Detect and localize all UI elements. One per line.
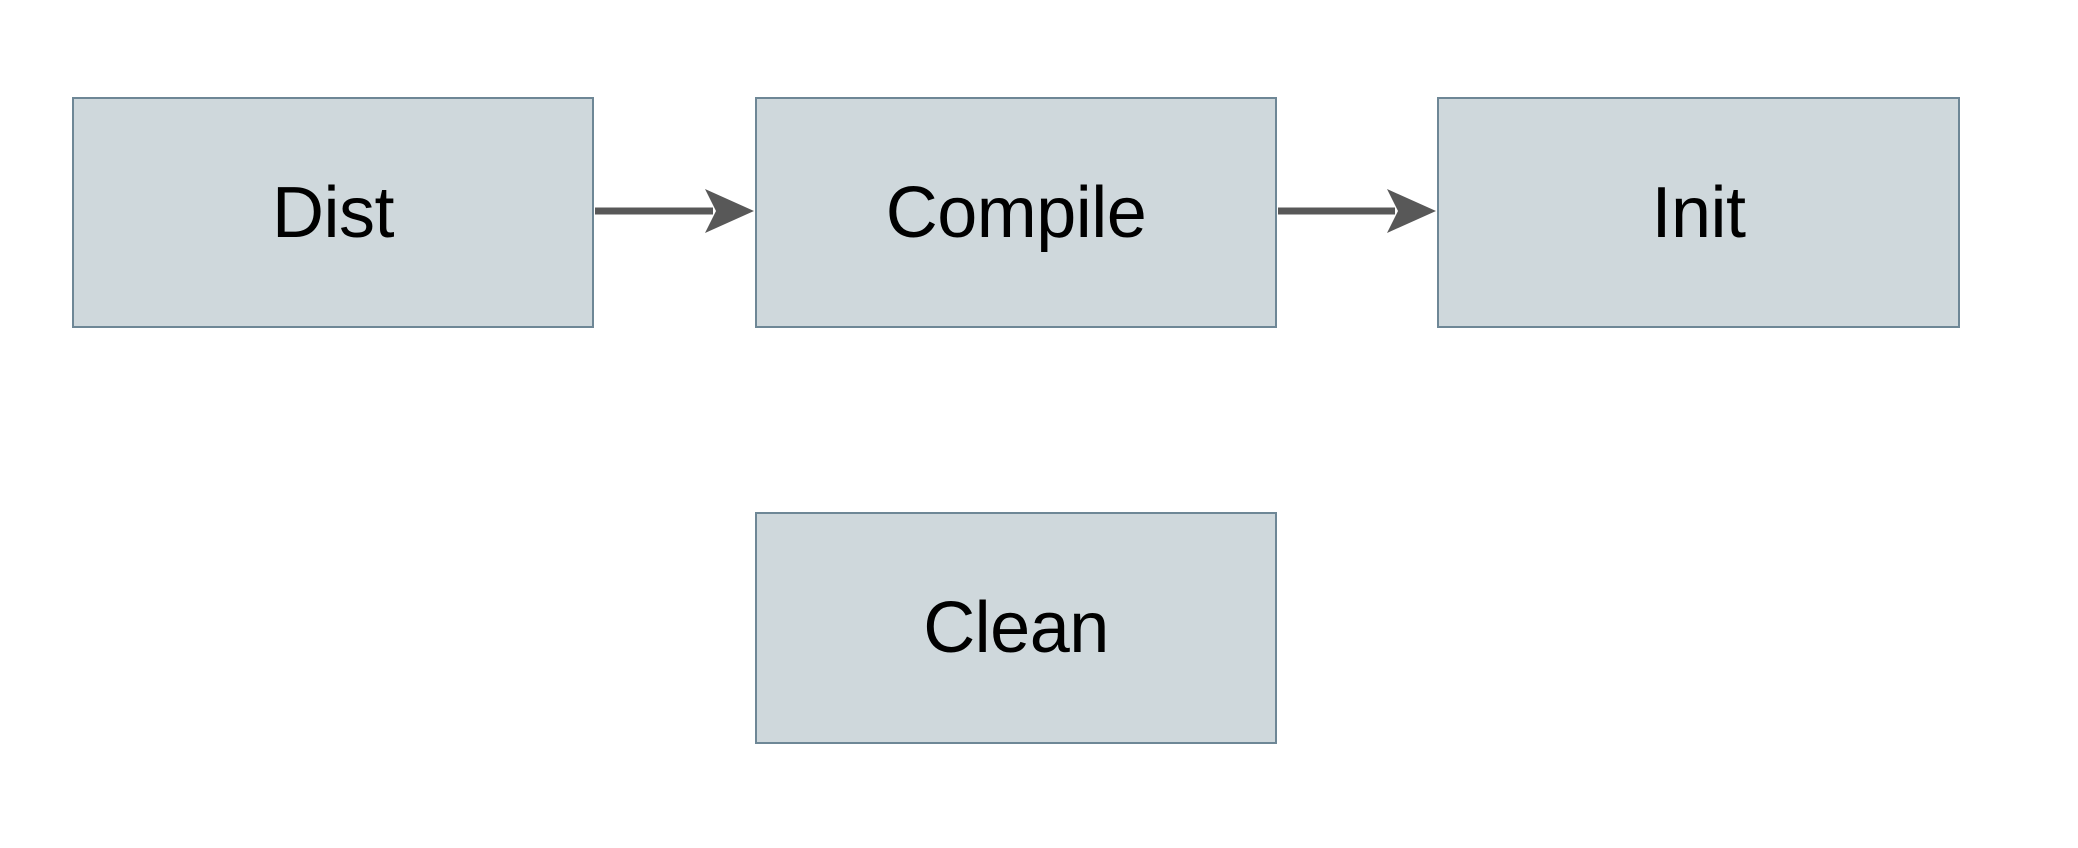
node-dist-label: Dist [272,172,395,253]
node-compile[interactable]: Compile [755,97,1277,328]
edge-dist-to-compile[interactable] [595,181,755,241]
node-dist[interactable]: Dist [72,97,594,328]
node-clean-label: Clean [923,588,1109,668]
node-init-label: Init [1651,172,1746,253]
node-init[interactable]: Init [1437,97,1960,328]
node-clean[interactable]: Clean [755,512,1277,744]
arrowhead-icon [705,189,754,233]
edge-dist-to-compile-svg [595,189,754,233]
node-compile-label: Compile [885,172,1147,253]
arrowhead-icon [1387,189,1436,233]
edge-compile-to-init[interactable] [1278,181,1437,241]
edge-compile-to-init-svg [1278,189,1436,233]
